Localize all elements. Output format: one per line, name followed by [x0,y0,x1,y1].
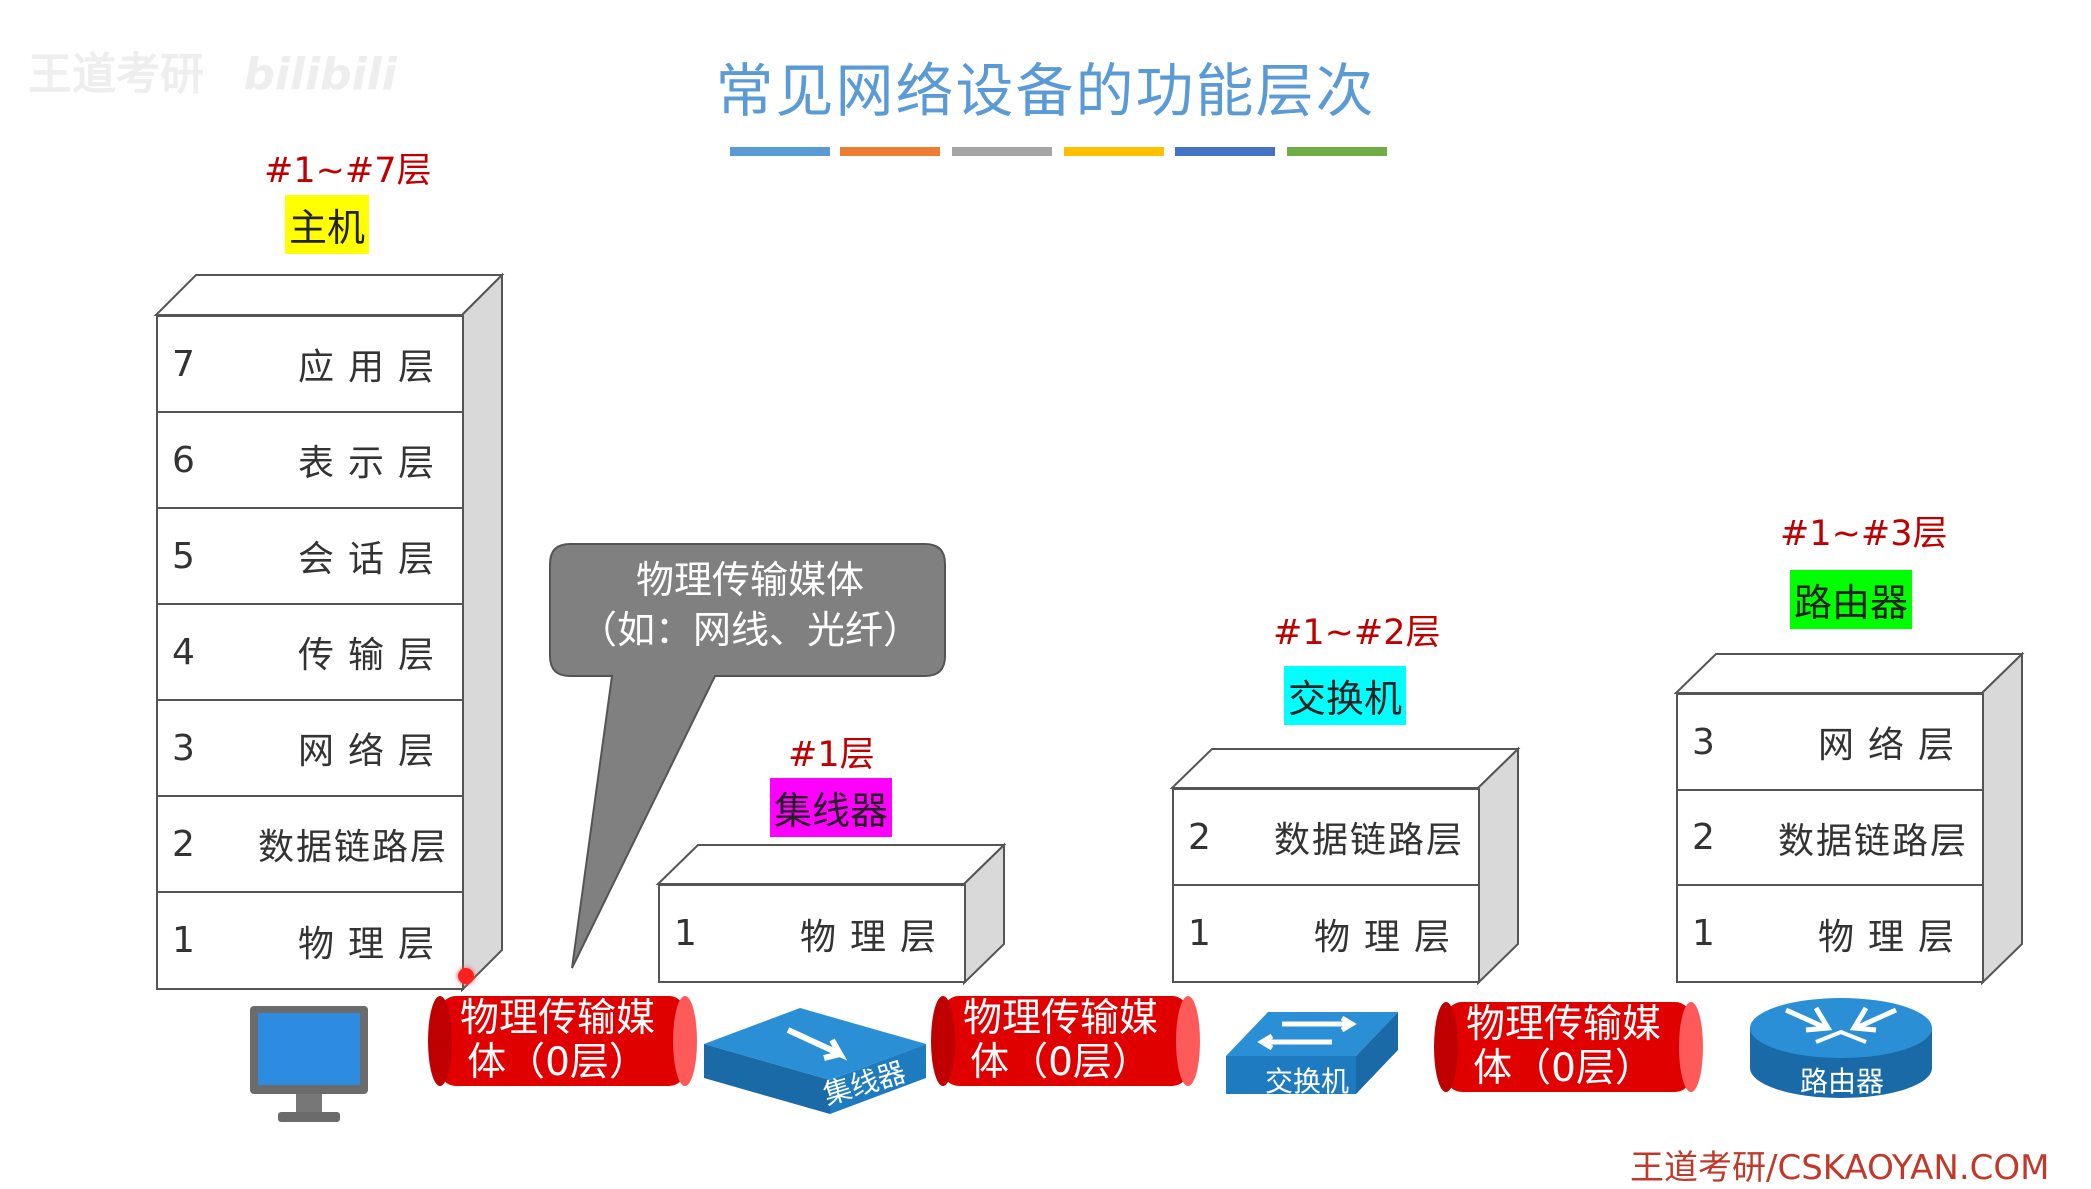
router-layer-range: #1~#3层 [1780,514,1948,554]
watermark-logo: 王道考研 bilibili [28,38,397,102]
slide-title: 常见网络设备的功能层次 [715,57,1376,125]
layer-name: 数据链路层 [257,827,448,868]
callout-bubble [549,543,946,969]
switch-label: 交换机 [1284,666,1407,725]
router-label: 路由器 [1790,570,1913,629]
layer-name: 应用层 [297,347,448,388]
router-layer-1: 1 物理层 [1676,884,1984,983]
color-bar [1064,147,1164,156]
medium-cylinder-3 [1434,1002,1703,1092]
medium-line-1: 物理传输媒 [459,996,655,1041]
medium-line-2: 体（0层） [467,1040,648,1085]
pointer-dot [458,968,474,984]
layer-name: 网络层 [297,731,448,772]
layer-number: 3 [1692,721,1715,763]
layer-number: 1 [674,913,697,954]
router-layer-3: 3 网络层 [1676,693,1984,791]
layer-name: 网络层 [1817,725,1968,766]
callout-line-2: （如：网线、光纤） [578,608,921,652]
layer-number: 1 [172,920,195,961]
layer-number: 3 [172,727,195,769]
footer-watermark: 王道考研/CSKAOYAN.COM [1630,1148,2050,1188]
layer-number: 1 [1692,913,1715,954]
router-device-icon [1750,998,1932,1098]
callout-line-1: 物理传输媒体 [635,558,864,602]
medium-label-3: 物理传输媒 体（0层） [1446,1002,1681,1092]
layer-name: 表示层 [297,443,448,484]
router-layer-2: 2 数据链路层 [1676,789,1984,886]
host-layer-7: 7 应用层 [156,315,464,413]
switch-layer-1: 1 物理层 [1172,884,1480,983]
switch-layer-2: 2 数据链路层 [1172,788,1480,886]
medium-label-2: 物理传输媒 体（0层） [943,996,1178,1086]
layer-number: 2 [1692,817,1715,858]
switch-device-icon [1226,1012,1398,1094]
stack-3d-faces [153,272,2025,993]
router-icon-label: 路由器 [1800,1065,1885,1098]
layer-name: 物理层 [1817,916,1968,958]
medium-line-1: 物理传输媒 [962,996,1158,1041]
medium-cylinder-1 [428,996,697,1086]
switch-layer-range: #1~#2层 [1273,613,1441,653]
host-layer-6: 6 表示层 [156,411,464,509]
hub-label: 集线器 [770,778,893,837]
layer-name: 物理层 [1313,916,1464,958]
host-layer-4: 4 传输层 [156,603,464,701]
hub-layer-1: 1 物理层 [658,884,966,983]
color-bar [952,147,1052,156]
medium-cylinders [428,996,1703,1092]
layer-name: 物理层 [799,916,950,958]
bilibili-logo: bilibili [243,49,397,100]
layer-name: 数据链路层 [1777,820,1968,862]
medium-cylinder-2 [931,996,1200,1086]
layer-number: 5 [172,535,195,577]
hub-device-icon [704,1008,926,1114]
callout-text: 物理传输媒体 （如：网线、光纤） [560,555,940,655]
layer-number: 2 [1188,816,1211,858]
host-layer-1: 1 物理层 [156,891,464,990]
medium-line-2: 体（0层） [970,1040,1151,1085]
color-bar [1175,147,1275,156]
host-layer-range: #1~#7层 [264,151,432,191]
layer-number: 6 [172,439,195,481]
medium-line-1: 物理传输媒 [1465,1002,1661,1047]
layer-name: 数据链路层 [1273,820,1464,861]
medium-label-1: 物理传输媒 体（0层） [440,996,675,1086]
host-layer-3: 3 网络层 [156,699,464,797]
layer-number: 2 [172,823,195,865]
watermark-text: 王道考研 [28,49,204,100]
host-label: 主机 [285,195,370,254]
hub-layer-range: #1层 [788,735,875,775]
layer-name: 会话层 [297,539,448,580]
layer-number: 7 [172,343,195,385]
layer-number: 1 [1188,913,1211,954]
color-bar [840,147,940,156]
layer-name: 传输层 [297,635,448,676]
computer-monitor-icon [250,1006,368,1122]
host-layer-2: 2 数据链路层 [156,795,464,893]
color-bar [730,147,830,156]
switch-icon-label: 交换机 [1265,1065,1350,1098]
layer-name: 物理层 [297,923,448,965]
color-bar [1287,147,1387,156]
medium-line-2: 体（0层） [1473,1046,1654,1091]
layer-number: 4 [172,631,195,673]
